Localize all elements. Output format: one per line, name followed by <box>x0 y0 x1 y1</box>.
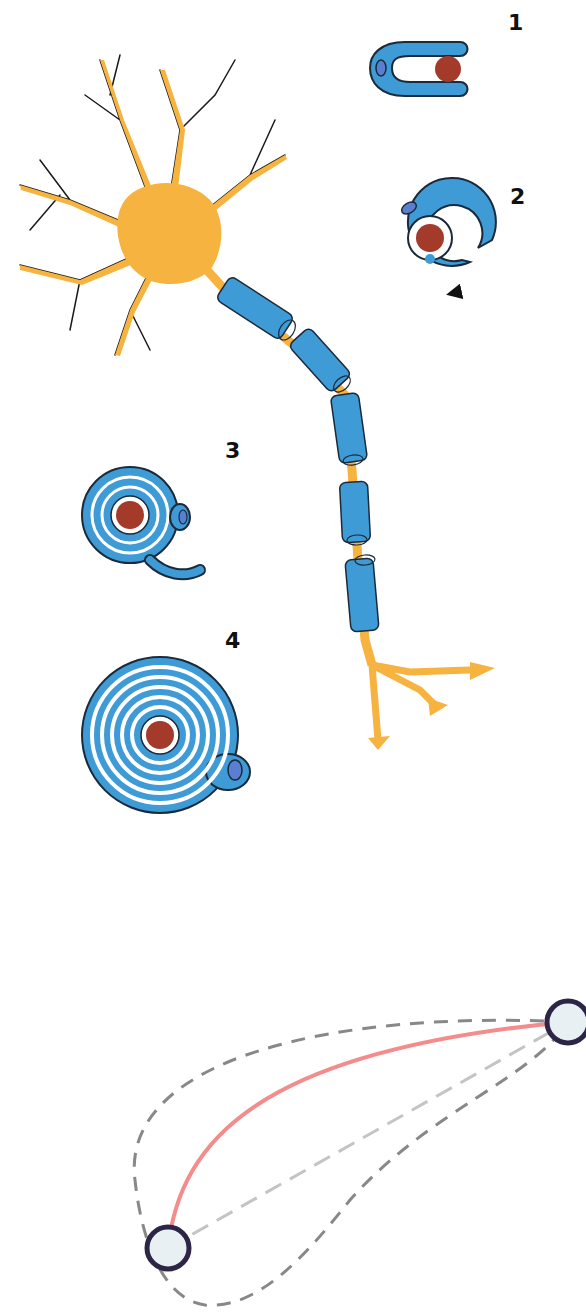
callout-number: 4 <box>225 630 240 652</box>
axon <box>205 268 372 665</box>
stage-1 <box>370 42 468 96</box>
callout-number: 2 <box>510 186 525 208</box>
path-figure <box>134 1001 586 1305</box>
stage-3 <box>82 467 200 574</box>
stage-2 <box>400 178 496 294</box>
callout-number: 1 <box>508 12 523 34</box>
callout-number: 3 <box>225 440 240 462</box>
stage-4 <box>82 657 250 813</box>
myelin-sheath <box>216 276 380 633</box>
